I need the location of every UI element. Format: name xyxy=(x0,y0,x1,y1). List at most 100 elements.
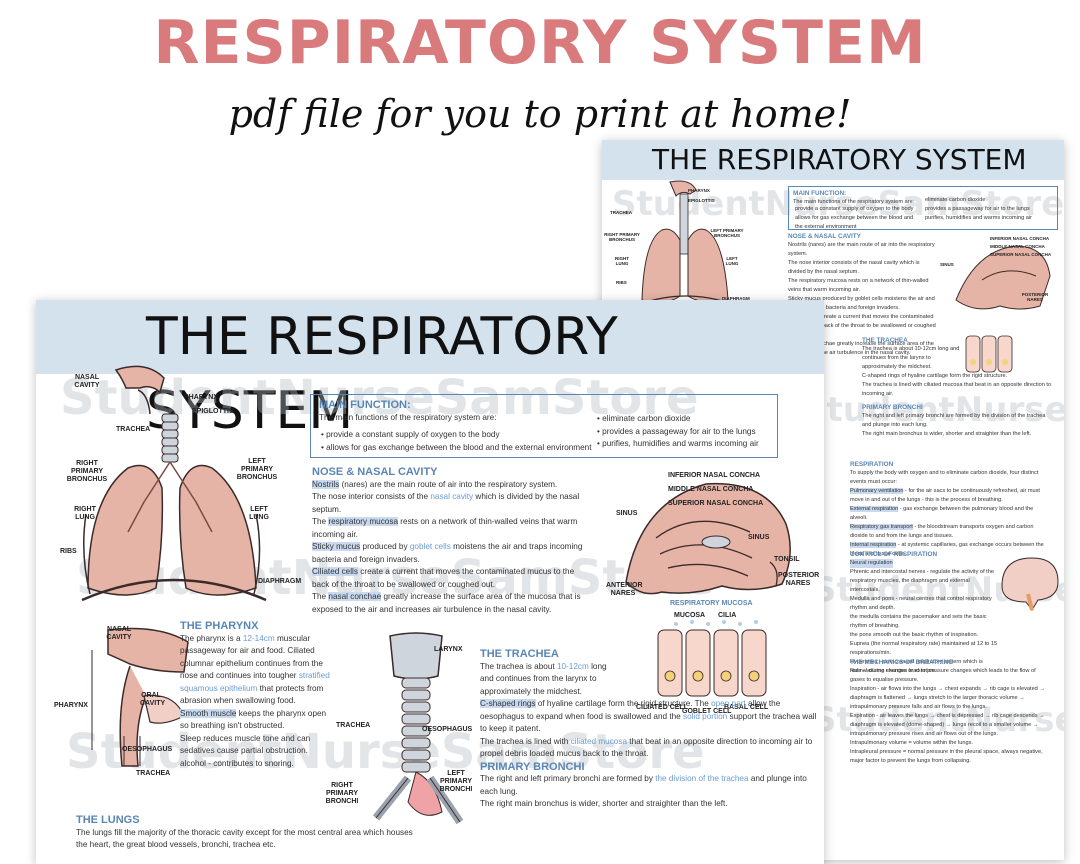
back-bronchi-line: The right main bronchus is wider, shorte… xyxy=(862,431,1032,437)
label-back-llung: LEFT LUNG xyxy=(725,256,739,266)
main-function-item: • eliminate carbon dioxide xyxy=(597,414,691,423)
nose-line: Nostrils (nares) are the main route of a… xyxy=(312,479,558,489)
label-ribs: RIBS xyxy=(60,548,77,555)
label-tr-trachea: TRACHEA xyxy=(336,722,371,729)
lungs-section: THE LUNGS The lungs fill the majority of… xyxy=(76,814,426,852)
control-heading: CONTROL OF RESPIRATION xyxy=(850,551,938,558)
label-superior-concha: SUPERIOR NASAL CONCHA xyxy=(668,500,764,507)
label-right-bronchus: RIGHT PRIMARY BRONCHUS xyxy=(66,460,108,483)
back-nose-line: The respiratory mucosa rests on a networ… xyxy=(788,278,929,293)
mechanics-line: Expiration - air leaves the lungs → ches… xyxy=(850,713,1045,737)
main-function-heading: MAIN FUNCTION: xyxy=(319,399,411,411)
respiration-item: External respiration - gas exchange betw… xyxy=(850,506,1034,521)
back-main-function-item: eliminate carbon dioxide xyxy=(925,197,986,203)
label-trachea: TRACHEA xyxy=(116,426,151,433)
pharynx-sedatives: sedatives cause partial obstruction. xyxy=(180,746,308,755)
bronchi-p2: The right main bronchus is wider, shorte… xyxy=(480,799,728,808)
label-right-bronchi: RIGHT PRIMARY BRONCHI xyxy=(325,782,359,805)
back-sheet-title-band: THE RESPIRATORY SYSTEM xyxy=(602,140,1064,180)
back-trachea-line: C-shaped rings of hyaline cartilage form… xyxy=(862,373,1008,379)
back-main-function-item: provide a constant supply of oxygen to t… xyxy=(795,206,914,212)
label-diaphragm: DIAPHRAGM xyxy=(258,578,302,585)
label-left-lung: LEFT LUNG xyxy=(249,506,269,521)
back-main-function-box: MAIN FUNCTION: The main functions of the… xyxy=(788,186,1058,230)
nose-line: Sticky mucus produced by goblet cells mo… xyxy=(312,542,583,564)
back-control-section: CONTROL OF RESPIRATION Neural regulation… xyxy=(850,550,1000,676)
nose-line: The nasal conchae greatly increase the s… xyxy=(312,592,581,614)
front-sheet: THE RESPIRATORY SYSTEM StudentNurseSamSt… xyxy=(36,300,824,864)
trachea-p2: C-shaped rings of hyaline cartilage form… xyxy=(480,699,817,733)
label-ph-trachea: TRACHEA xyxy=(136,770,171,777)
lungs-diagram xyxy=(81,365,267,602)
brain-diagram xyxy=(1001,557,1059,611)
mechanics-line: Intrapulmonary volume = volume within th… xyxy=(850,740,973,746)
back-mucosa-diagram xyxy=(965,335,1013,373)
pharynx-section: THE PHARYNX The pharynx is a 12-14cm mus… xyxy=(180,620,336,770)
label-back-rlung: RIGHT LUNG xyxy=(615,256,629,266)
back-bronchi-line: The right and left primary bronchi are f… xyxy=(862,413,1046,428)
main-function-box: MAIN FUNCTION: The main functions of the… xyxy=(310,394,778,458)
label-back-ribs: RIBS xyxy=(616,280,627,285)
label-ph-pharynx: PHARYNX xyxy=(54,702,88,709)
back-nose-line: Sticky mucus produced by goblet cells mo… xyxy=(788,296,935,311)
trachea-p3: The trachea is lined with ciliated mucos… xyxy=(480,736,813,759)
back-bronchi-heading: PRIMARY BRONCHI xyxy=(862,404,923,411)
label-back-lbronchus: LEFT PRIMARY BRONCHUS xyxy=(710,228,744,238)
back-trachea-line: The trachea is about 10-12cm long and co… xyxy=(862,346,960,370)
respiration-item: Respiratory gas transport - the bloodstr… xyxy=(850,524,1034,539)
nose-line: The respiratory mucosa rests on a networ… xyxy=(312,517,578,539)
mucosa-diagram xyxy=(657,620,767,697)
control-line: Hyperpnea - an increased respiratory pat… xyxy=(850,659,983,674)
label-goblet-cell: GOBLET CELL xyxy=(682,708,732,715)
back-trachea-line: The trachea is lined with ciliated mucos… xyxy=(862,382,1052,397)
back-nose-heading: NOSE & NASAL CAVITY xyxy=(788,233,861,240)
main-function-item: • provide a constant supply of oxygen to… xyxy=(321,430,500,439)
main-function-item: • allows for gas exchange between the bl… xyxy=(321,442,592,452)
nose-section: NOSE & NASAL CAVITY Nostrils (nares) are… xyxy=(312,466,592,616)
bronchi-p1: The right and left primary bronchi are f… xyxy=(480,774,807,796)
label-back-trachea: TRACHEA xyxy=(610,210,632,215)
label-tonsil: TONSIL xyxy=(774,556,800,563)
label-ph-oral: ORAL CAVITY xyxy=(140,692,166,707)
back-nose-line: The nasal conchae greatly increase the s… xyxy=(788,341,934,356)
label-back-rbronchus: RIGHT PRIMARY BRONCHUS xyxy=(604,232,640,242)
mucosa-title: RESPIRATORY MUCOSA xyxy=(670,600,753,607)
label-ph-nasal: NASAL CAVITY xyxy=(106,626,132,641)
label-nasal-cavity: NASAL CAVITY xyxy=(74,374,100,389)
label-left-bronchus: LEFT PRIMARY BRONCHUS xyxy=(236,458,278,481)
trachea-p1: The trachea is about 10-12cm long and co… xyxy=(480,661,607,696)
lungs-text: The lungs fill the majority of the thora… xyxy=(76,827,413,850)
label-mucosa: MUCOSA xyxy=(674,612,706,619)
label-middle-concha: MIDDLE NASAL CONCHA xyxy=(668,486,754,493)
label-tr-oesophagus: OESOPHAGUS xyxy=(422,726,473,733)
back-trachea-heading: THE TRACHEA xyxy=(862,337,908,344)
back-nose-section: NOSE & NASAL CAVITY Nostrils (nares) are… xyxy=(788,232,938,358)
mechanics-line: Rule - volume changes lead to pressure c… xyxy=(850,668,1036,683)
control-line: Neural regulation xyxy=(850,559,893,568)
label-back-epiglottis: EPIGLOTTIS xyxy=(688,198,715,203)
respiration-text: To supply the body with oxygen and to el… xyxy=(850,470,1039,485)
pharynx-smooth: Smooth muscle keeps the pharynx open so … xyxy=(180,708,327,730)
back-main-function-item: provides a passageway for air to the lun… xyxy=(925,206,1030,212)
control-line: the medulla contains the pacemaker and s… xyxy=(850,614,987,629)
back-trachea-section: THE TRACHEA The trachea is about 10-12cm… xyxy=(862,336,1052,439)
control-line: Medulla and pons - neural centres that c… xyxy=(850,596,992,611)
bronchi-heading: PRIMARY BRONCHI xyxy=(480,760,585,773)
front-sheet-title-band: THE RESPIRATORY SYSTEM xyxy=(36,300,824,441)
mechanics-line: Intrapleural pressure = normal pressure … xyxy=(850,749,1043,764)
label-cilia: CILIA xyxy=(718,612,737,619)
back-main-function-intro: The main functions of the respiratory sy… xyxy=(793,199,915,205)
trachea-heading: THE TRACHEA xyxy=(480,648,559,660)
pharynx-heading: THE PHARYNX xyxy=(180,620,259,632)
respiration-item: Internal respiration - at systemic capil… xyxy=(850,542,1044,557)
label-left-bronchi: LEFT PRIMARY BRONCHI xyxy=(439,770,473,793)
label-pharynx: PHARYNX xyxy=(184,394,218,401)
promo-subtitle: pdf file for you to print at home! xyxy=(228,92,852,136)
label-back-posterior: POSTERIOR NARES xyxy=(1021,292,1049,302)
label-back-superior: SUPERIOR NASAL CONCHA xyxy=(990,252,1052,257)
back-main-function-item: purifies, humidifies and warms incoming … xyxy=(925,215,1032,221)
pharynx-sleep: Sleep reduces muscle tone and can xyxy=(180,733,311,743)
nose-diagram xyxy=(625,482,791,595)
nose-line: Ciliated cells create a current that mov… xyxy=(312,567,575,589)
back-mechanics-section: THE MECHANICS OF BREATHING Rule - volume… xyxy=(850,658,1050,766)
